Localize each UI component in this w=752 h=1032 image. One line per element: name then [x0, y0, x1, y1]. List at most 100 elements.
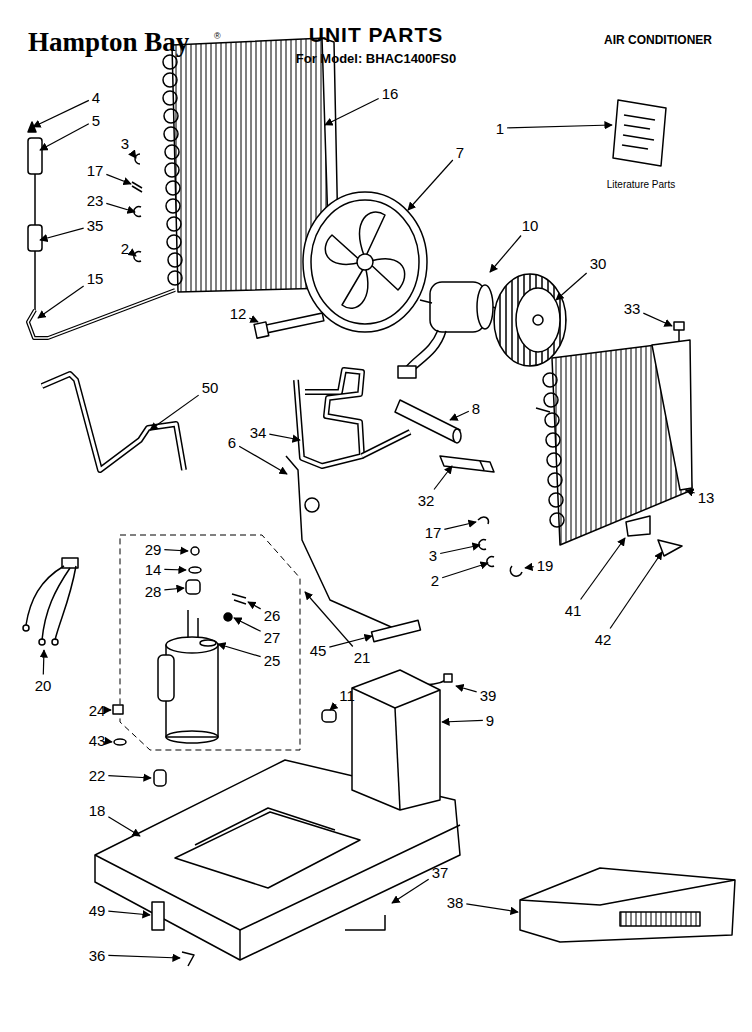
part-group-name: Literature Parts: [607, 179, 675, 190]
literature-sheet: [624, 115, 655, 120]
leader-line: [108, 817, 140, 836]
tube: [453, 429, 461, 443]
leader-line: [525, 567, 534, 568]
clip: [478, 517, 522, 576]
pipe: [296, 370, 410, 466]
terminal-parts: [186, 547, 246, 646]
leader-line: [442, 563, 488, 578]
literature-sheet: [613, 100, 666, 166]
front-tray: [620, 912, 700, 926]
callout-number: 43: [89, 732, 106, 749]
leader-line: [40, 124, 89, 150]
compressor: [158, 610, 218, 743]
callout-number: 37: [432, 864, 449, 881]
callout-number: 7: [456, 144, 464, 161]
compressor: [166, 731, 218, 743]
clip: [510, 566, 522, 576]
seal-strip: [440, 456, 494, 472]
bracket-part: [626, 516, 650, 536]
callout-number: 20: [35, 677, 52, 694]
leader-line: [507, 125, 612, 128]
callout-number: 45: [310, 642, 327, 659]
condenser-coil: [163, 55, 182, 285]
evaporator-coil: [545, 413, 559, 427]
pipe: [296, 370, 362, 466]
front-tray: [520, 880, 735, 905]
seal-strip: [440, 456, 494, 472]
leader-line: [164, 569, 186, 571]
condenser-coil: [165, 145, 179, 159]
evaporator-coil: [549, 493, 563, 507]
grommet: [322, 710, 336, 722]
wire: [444, 674, 452, 682]
condenser-coil: [165, 163, 179, 177]
leader-line: [434, 466, 452, 490]
bolt: [152, 902, 164, 930]
pipe: [42, 374, 184, 470]
callout-number: 3: [121, 135, 129, 152]
callout-number: 22: [89, 767, 106, 784]
leader-line: [408, 160, 453, 210]
callout-number: 2: [121, 240, 129, 257]
callout-number: 4: [92, 89, 100, 106]
base-pan: [175, 812, 360, 888]
leader-line: [392, 879, 429, 903]
fan-motor: [420, 300, 432, 303]
fan-blade: [360, 212, 385, 258]
cable-tie: [254, 310, 324, 338]
condenser-coil: [163, 55, 177, 69]
heater-strip: [372, 620, 421, 641]
callout-number: 38: [447, 894, 464, 911]
seal-strip: [480, 461, 484, 470]
leader-line: [248, 602, 261, 609]
leader-line: [108, 911, 150, 915]
registered-mark: ®: [214, 31, 221, 41]
leader-line: [466, 904, 518, 912]
leader-line: [234, 618, 261, 631]
callout-number: 8: [472, 400, 480, 417]
leader-line: [43, 650, 45, 675]
evaporator-coil: [536, 408, 550, 412]
callout-number: 2: [431, 572, 439, 589]
literature-sheet: [622, 145, 648, 149]
fan-blade: [311, 200, 419, 324]
condenser-coil: [166, 181, 180, 195]
condenser-coil: [164, 109, 178, 123]
leader-line: [686, 490, 695, 493]
literature-sheet: [613, 100, 666, 166]
leader-line: [108, 776, 151, 778]
blower-wheel: [494, 274, 566, 366]
evaporator-coil: [536, 340, 692, 545]
clip: [487, 557, 494, 567]
model-number: For Model: BHAC1400FS0: [296, 51, 456, 66]
leader-line: [329, 636, 372, 647]
fan-blade: [303, 192, 427, 332]
grommet: [154, 710, 336, 786]
fan-motor: [405, 330, 438, 368]
compressor-bracket: [352, 688, 440, 708]
evaporator-coil: [547, 453, 561, 467]
compressor: [158, 655, 174, 701]
nut: [113, 705, 126, 745]
capillary-tube: [28, 290, 175, 338]
callout-number: 10: [522, 217, 539, 234]
wire-harness: [55, 566, 76, 640]
callout-number: 36: [89, 947, 106, 964]
exploded-view: [23, 38, 735, 966]
wire-harness: [26, 566, 64, 625]
compressor: [166, 637, 218, 653]
callout-number: 33: [624, 300, 641, 317]
callout-number: 18: [89, 802, 106, 819]
bolt: [152, 902, 194, 966]
compressor-bracket: [395, 708, 400, 810]
pipe: [296, 370, 362, 466]
callout-number: 42: [595, 631, 612, 648]
fan-motor: [477, 285, 493, 329]
fan-motor: [398, 366, 416, 378]
leader-line: [164, 550, 188, 551]
clip: [135, 154, 140, 164]
fan-blade: [357, 254, 373, 270]
leader-line: [108, 709, 111, 710]
fan-motor: [412, 331, 446, 372]
evaporator-coil: [543, 373, 557, 387]
